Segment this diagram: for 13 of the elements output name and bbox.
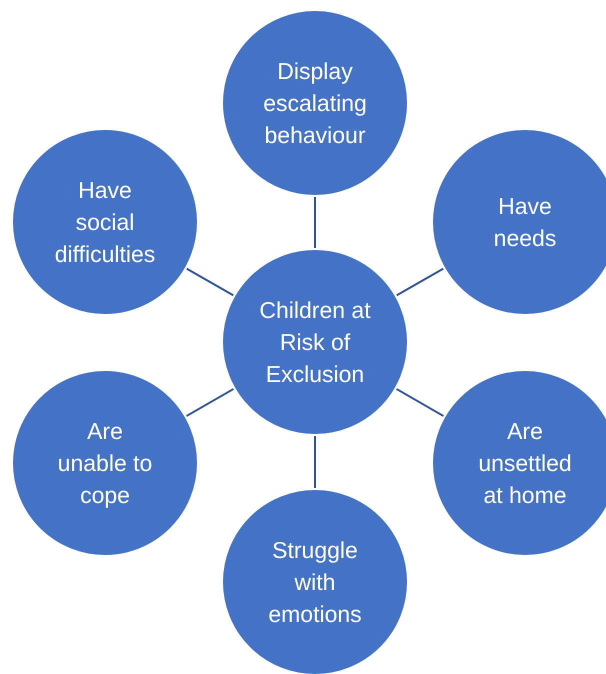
circle-label: Are unable to cope [56, 417, 154, 510]
connector-line [186, 388, 234, 417]
circle-label: Are unsettled at home [477, 417, 573, 510]
circle-label: Have social difficulties [54, 176, 156, 269]
circle-label: Display escalating behaviour [262, 57, 368, 150]
circle-label: Have needs [492, 192, 558, 253]
connector-line [314, 197, 316, 248]
circle-label: Struggle with emotions [267, 536, 363, 629]
connector-line [396, 268, 444, 296]
connector-line [396, 388, 444, 417]
connector-line [186, 268, 234, 296]
circle-label: Children at Risk of Exclusion [258, 296, 372, 389]
connector-line [314, 436, 316, 488]
